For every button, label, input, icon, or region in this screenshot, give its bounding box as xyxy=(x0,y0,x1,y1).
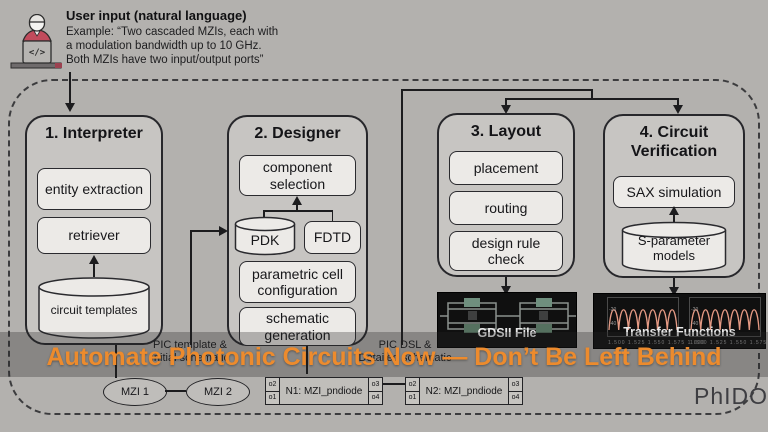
arrow-sparams-to-sax xyxy=(673,213,675,222)
arrowhead-bracket-to-selection xyxy=(292,196,302,205)
designer-fdtd-box: FDTD xyxy=(304,221,361,254)
n2-port-o3: o3 xyxy=(508,377,523,392)
interpreter-title: 1. Interpreter xyxy=(45,125,143,142)
n1-port-o3: o3 xyxy=(368,377,383,392)
arrow-layout-to-gdsii xyxy=(505,277,507,287)
interpreter-cylinder-label: circuit templates xyxy=(50,303,138,317)
arrow-user-to-interpreter xyxy=(69,72,71,104)
initial-schematic-label-line2: Initial schematic xyxy=(150,352,230,364)
n1-box: N1: MZI_pndiode xyxy=(279,377,369,405)
n1-port-o2: o2 xyxy=(265,377,280,392)
svg-text:-40: -40 xyxy=(691,321,698,327)
layout-routing-box: routing xyxy=(449,191,563,225)
verification-sax-box: SAX simulation xyxy=(613,176,735,208)
n2-ports-left: o2 o1 xyxy=(405,377,420,405)
transfer-functions-thumbnail: -20 -40 -20 -40 1.500 1.525 1.550 1.575 … xyxy=(593,293,768,349)
gdsii-thumbnail: GDSII File xyxy=(437,292,577,348)
user-input-title: User input (natural language) xyxy=(66,8,247,23)
svg-text:-20: -20 xyxy=(691,307,698,313)
mzi2-node: MZI 2 xyxy=(186,378,250,406)
n2-ports-right: o3 o4 xyxy=(508,377,523,405)
n1-port-o4: o4 xyxy=(368,390,383,405)
designer-component-selection-box: component selection xyxy=(239,155,356,196)
detailed-schematic-label-line1: PIC DSL & xyxy=(378,339,432,351)
caption-band xyxy=(0,332,768,377)
interpreter-entity-extraction-box: entity extraction xyxy=(37,168,151,210)
verification-cylinder-label: S-parameter models xyxy=(637,233,711,263)
interpreter-retriever-box: retriever xyxy=(37,217,151,254)
route-split-bar xyxy=(505,98,679,100)
n1-ports-left: o2 o1 xyxy=(265,377,280,405)
designer-title: 2. Designer xyxy=(254,125,341,142)
bracket-right-drop xyxy=(331,210,333,222)
arrowhead-feed-to-pdk xyxy=(219,226,228,236)
arrow-bracket-to-selection xyxy=(296,203,298,211)
bracket-left-drop xyxy=(263,210,265,218)
route-top-horizontal xyxy=(401,89,593,91)
arrowhead-into-verification xyxy=(673,105,683,114)
arrowhead-user-to-interpreter xyxy=(65,103,75,112)
svg-text:-20: -20 xyxy=(609,307,616,313)
arrow-verification-to-tf xyxy=(673,278,675,288)
layout-drc-box: design rule check xyxy=(449,231,563,271)
n1-ports-right: o3 o4 xyxy=(368,377,383,405)
layout-placement-box: placement xyxy=(449,151,563,185)
transfer-functions-label: Transfer Functions xyxy=(623,325,736,339)
pdk-cylinder xyxy=(234,216,296,256)
n2-port-o4: o4 xyxy=(508,390,523,405)
route-drop xyxy=(591,89,593,99)
phido-dashed-border xyxy=(8,79,760,415)
n2-box: N2: MZI_pndiode xyxy=(419,377,509,405)
route-into-layout xyxy=(505,98,507,106)
user-avatar-icon: </> xyxy=(10,14,62,69)
mzi1-node: MZI 1 xyxy=(103,378,167,406)
phido-brand: PhIDO xyxy=(694,383,768,409)
n1-port-o1: o1 xyxy=(265,390,280,405)
bracket-horizontal xyxy=(263,210,333,212)
arrowhead-templates-to-retriever xyxy=(89,255,99,264)
route-into-verification xyxy=(677,98,679,106)
arrowhead-sparams-to-sax xyxy=(669,206,679,215)
tf-xticks-left: 1.500 1.525 1.550 1.575 1.600 xyxy=(608,340,706,346)
designer-cylinder-label: PDK xyxy=(250,232,280,248)
line-n1-n2 xyxy=(383,383,406,385)
route-up-line xyxy=(401,89,403,345)
arrowhead-into-layout xyxy=(501,105,511,114)
arrowhead-layout-to-gdsii xyxy=(501,286,511,295)
designer-schematic-generation-box: schematic generation xyxy=(239,307,356,346)
svg-text:-40: -40 xyxy=(609,321,616,327)
designer-parametric-box: parametric cell configuration xyxy=(239,261,356,303)
verification-title: 4. Circuit Verification xyxy=(630,124,718,160)
circuit-templates-cylinder xyxy=(38,277,150,339)
gdsii-layout-art xyxy=(440,298,576,333)
line-initial-schematic-up xyxy=(190,231,192,345)
user-input-example-line1: Example: “Two cascaded MZIs, each with xyxy=(66,26,279,38)
tf-xticks-right: 1.500 1.525 1.550 1.575 1.600 xyxy=(690,340,768,346)
initial-schematic-label-line1: PIC template & xyxy=(153,339,227,351)
line-interpreter-to-initial-schematic xyxy=(115,345,117,378)
caption-text: Automate Photonic Circuits Now — Don’t B… xyxy=(46,343,722,371)
n2-port-o1: o1 xyxy=(405,390,420,405)
gdsii-label: GDSII File xyxy=(477,326,537,340)
arrowhead-verification-to-tf xyxy=(669,287,679,296)
tf-plot-right: -20 -40 xyxy=(689,297,761,337)
user-input-example-line3: Both MZIs have two input/output ports” xyxy=(66,54,264,66)
arrow-templates-to-retriever xyxy=(93,263,95,277)
user-input-example-line2: a modulation bandwidth up to 10 GHz. xyxy=(66,40,262,52)
line-mzi1-mzi2 xyxy=(165,390,186,392)
svg-text:</>: </> xyxy=(29,48,46,58)
line-designer-to-detailed-schematic xyxy=(306,346,308,374)
sparameter-cylinder xyxy=(621,221,727,273)
layout-title: 3. Layout xyxy=(470,123,542,140)
n2-port-o2: o2 xyxy=(405,377,420,392)
tf-plot-left: -20 -40 xyxy=(607,297,679,337)
line-feed-to-pdk xyxy=(190,230,219,232)
detailed-schematic-label-line2: Detailed schematic xyxy=(358,352,452,364)
